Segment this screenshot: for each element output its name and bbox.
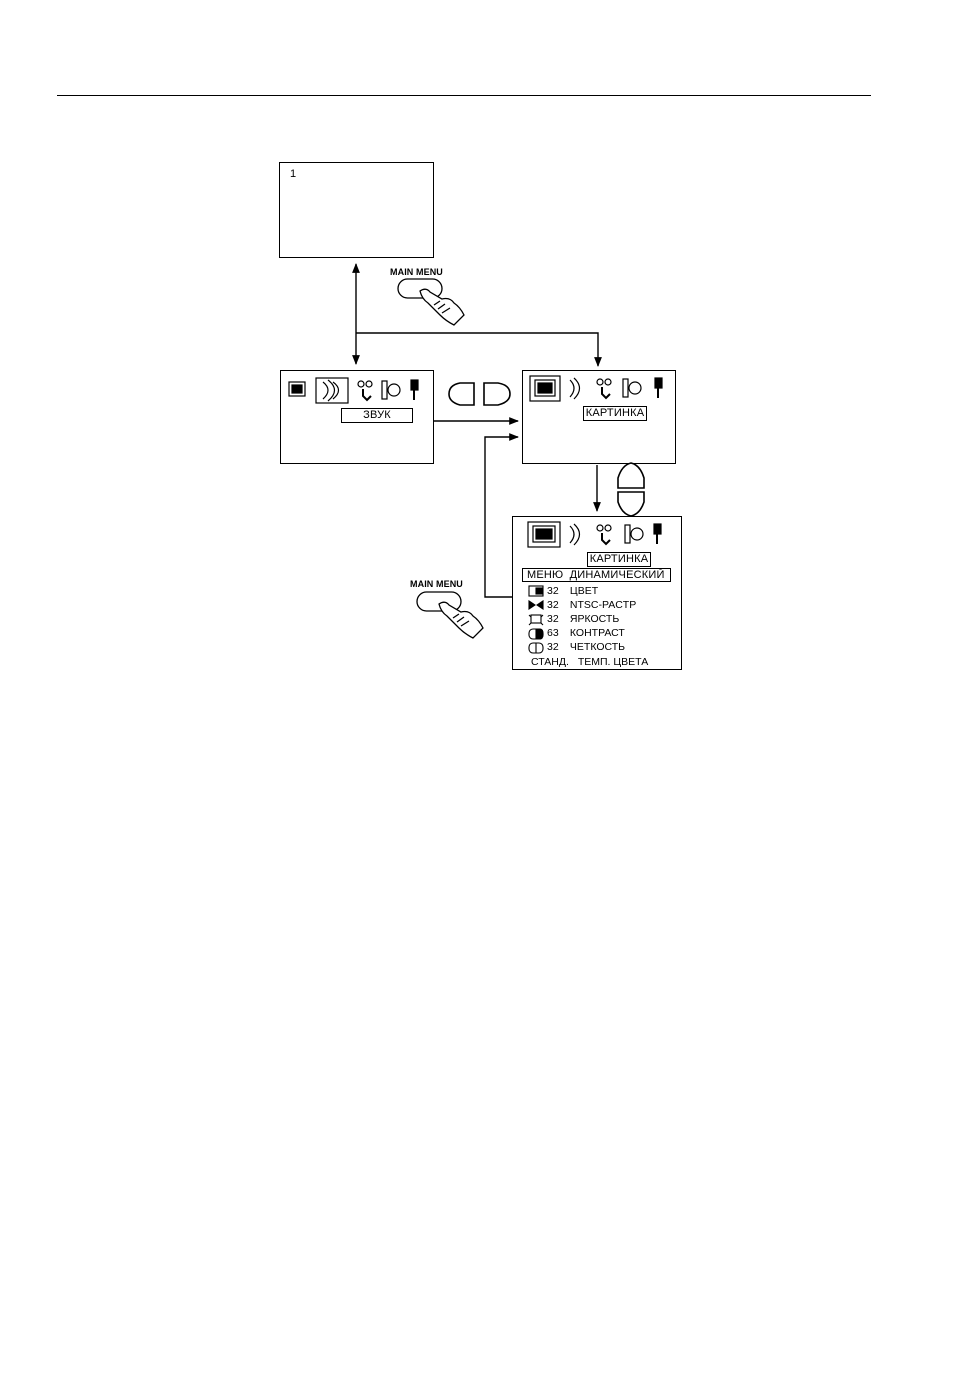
arrow-detail-back [485,437,518,597]
hand-press-top-icon [398,279,464,325]
sharpness-icon [529,643,543,653]
icon-row-sound-menu [289,378,418,403]
install-menu-icon [655,378,662,398]
install-menu-icon [654,524,661,544]
left-arrow-button-icon [449,383,474,405]
sound-menu-icon [323,380,339,401]
right-arrow-button-icon [484,383,510,405]
feature-menu-icon [358,381,372,400]
sound-menu-icon [570,378,580,399]
color-icon [529,586,543,596]
arrow-to-picture-menu [356,333,598,366]
left-right-buttons [449,383,510,405]
up-down-buttons [618,463,644,516]
sound-menu-icon [570,524,580,545]
up-arrow-button-icon [618,463,644,488]
brightness-icon [529,615,543,625]
timer-menu-icon [625,525,643,543]
contrast-icon [529,629,543,639]
hand-press-bottom-icon [417,592,483,638]
picture-menu-icon [289,382,305,396]
icon-row-picture-menu [530,376,662,401]
flow-arrows [356,264,598,597]
feature-menu-icon [597,379,611,398]
feature-menu-icon [597,525,611,544]
down-arrow-button-icon [618,492,644,516]
ntsc-raster-icon [529,601,543,609]
picture-menu-icon [533,526,555,542]
install-menu-icon [411,380,418,400]
setting-icons [529,586,543,653]
selected-frame [316,378,348,403]
timer-menu-icon [382,381,400,399]
icon-row-picture-detail [528,522,661,547]
picture-menu-icon [535,380,555,396]
timer-menu-icon [623,379,641,397]
